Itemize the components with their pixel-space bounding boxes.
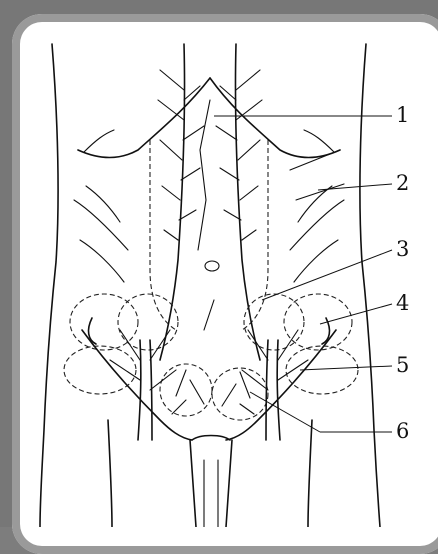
leader-lines (214, 116, 392, 432)
label-3: 3 (396, 237, 409, 261)
central-vessels (158, 44, 262, 360)
label-4: 4 (396, 291, 409, 315)
label-1: 1 (396, 103, 409, 127)
label-6: 6 (396, 419, 409, 443)
flank-vessels (74, 150, 344, 282)
genital-outline (190, 436, 232, 528)
lymph-territories (64, 294, 358, 420)
femoral-vessels (110, 330, 308, 440)
label-5: 5 (396, 353, 409, 377)
anatomy-diagram: 1 2 3 4 5 6 (0, 0, 438, 527)
groin-lines (82, 318, 336, 440)
rib-lines (78, 78, 340, 158)
callout-labels: 1 2 3 4 5 6 (396, 103, 409, 443)
umbilicus (205, 261, 219, 271)
label-2: 2 (396, 171, 409, 195)
rectus-sheath (150, 140, 268, 330)
